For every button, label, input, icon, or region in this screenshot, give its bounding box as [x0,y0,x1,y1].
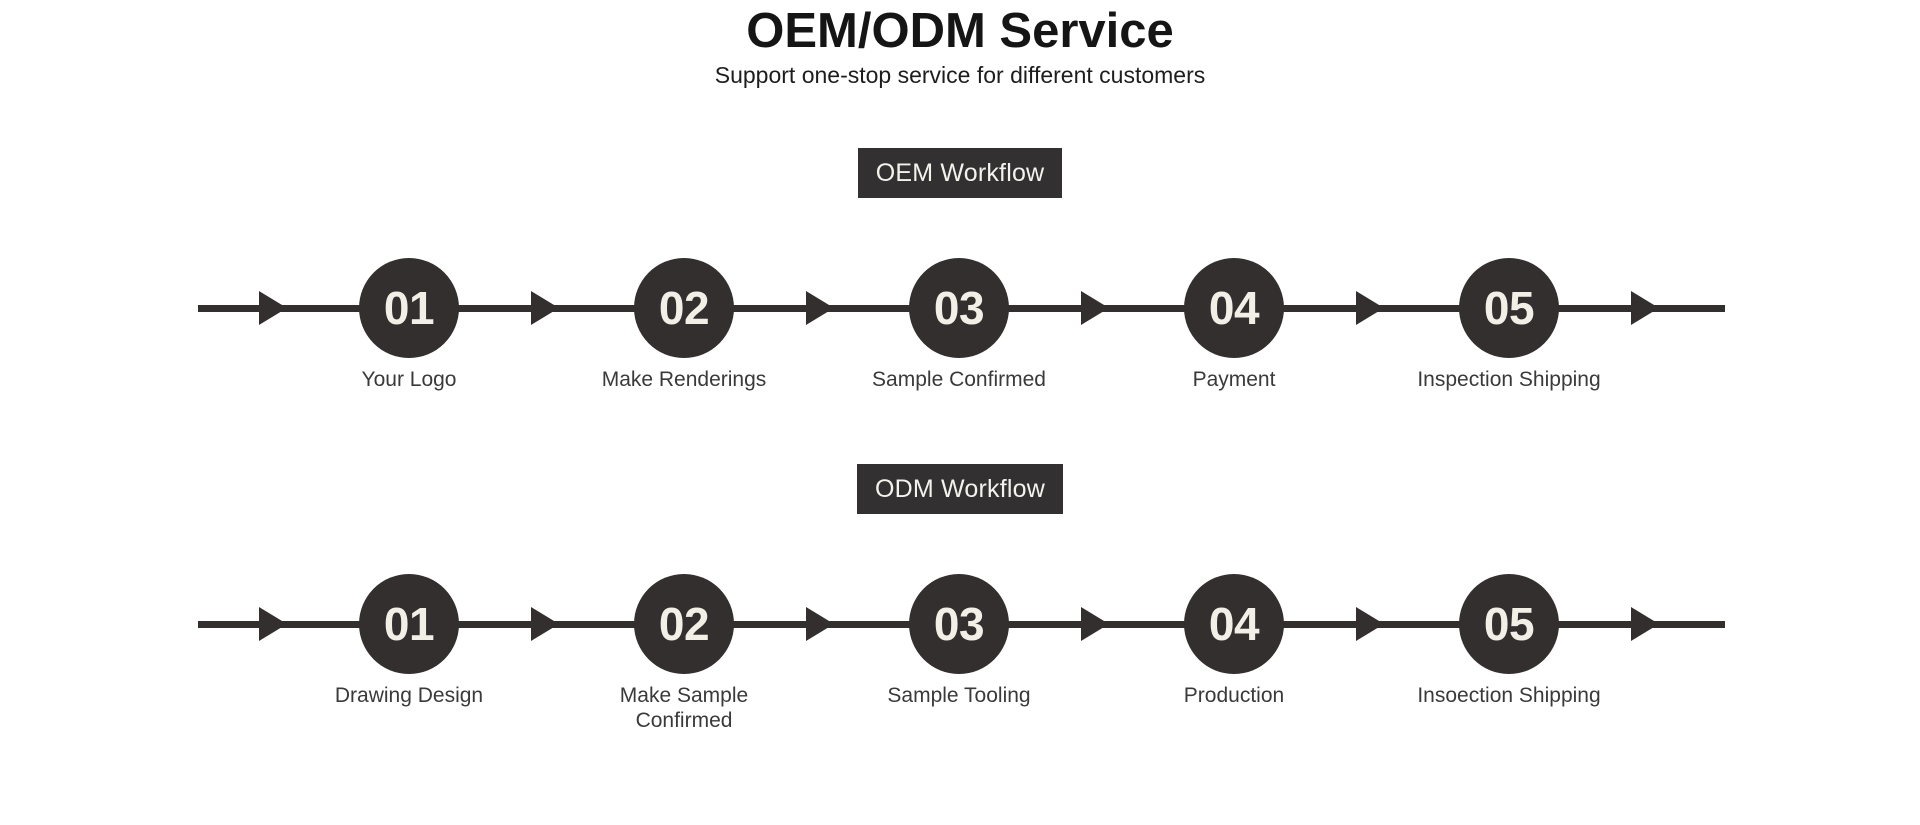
step-node-oem-2[interactable]: 02 [634,258,734,358]
step-node-oem-3[interactable]: 03 [909,258,1009,358]
arrow-icon-oem-4 [1356,291,1384,325]
step-node-odm-4[interactable]: 04 [1184,574,1284,674]
badge-row-odm: ODM Workflow [0,464,1920,514]
step-node-odm-3[interactable]: 03 [909,574,1009,674]
step-node-oem-1[interactable]: 01 [359,258,459,358]
arrow-icon-odm-4 [1356,607,1384,641]
step-node-odm-5[interactable]: 05 [1459,574,1559,674]
step-label-odm-4: Production [1183,684,1285,707]
workflow-section-oem: OEM Workflow 01 02 03 04 05 Your Logo Ma… [0,148,1920,415]
workflow-badge-oem: OEM Workflow [857,148,1063,198]
step-label-oem-1: Your Logo [361,368,457,391]
arrow-icon-oem-2 [806,291,834,325]
step-label-oem-4: Payment [1192,368,1276,391]
arrow-icon-oem-1 [531,291,559,325]
workflow-track-odm: 01 02 03 04 05 Drawing Design Make Sampl… [0,571,1920,732]
badge-row-oem: OEM Workflow [0,148,1920,198]
workflow-badge-odm: ODM Workflow [856,464,1063,514]
step-label-odm-5: Insoection Shipping [1417,684,1601,707]
step-label-oem-3: Sample Confirmed [872,368,1046,391]
step-node-odm-1[interactable]: 01 [359,574,459,674]
step-label-odm-1: Drawing Design [334,684,484,707]
step-node-odm-2[interactable]: 02 [634,574,734,674]
workflow-track-oem: 01 02 03 04 05 Your Logo Make Renderings… [0,255,1920,415]
arrow-icon-oem-5 [1631,291,1659,325]
arrow-icon-oem-0 [259,291,287,325]
arrow-icon-odm-3 [1081,607,1109,641]
step-label-odm-3: Sample Tooling [887,684,1031,707]
arrow-icon-odm-2 [806,607,834,641]
page-subtitle: Support one-stop service for different c… [714,62,1206,88]
arrow-icon-oem-3 [1081,291,1109,325]
step-label-oem-5: Inspection Shipping [1417,368,1601,391]
step-node-oem-4[interactable]: 04 [1184,258,1284,358]
step-label-oem-2: Make Renderings [601,368,767,391]
arrow-icon-odm-5 [1631,607,1659,641]
arrow-icon-odm-1 [531,607,559,641]
page-title: OEM/ODM Service [746,4,1174,58]
step-label-odm-2: Make Sample Confirmed [619,684,749,732]
arrow-icon-odm-0 [259,607,287,641]
page-header: OEM/ODM Service Support one-stop service… [0,0,1920,90]
step-node-oem-5[interactable]: 05 [1459,258,1559,358]
workflow-section-odm: ODM Workflow 01 02 03 04 05 Drawing Desi… [0,464,1920,732]
